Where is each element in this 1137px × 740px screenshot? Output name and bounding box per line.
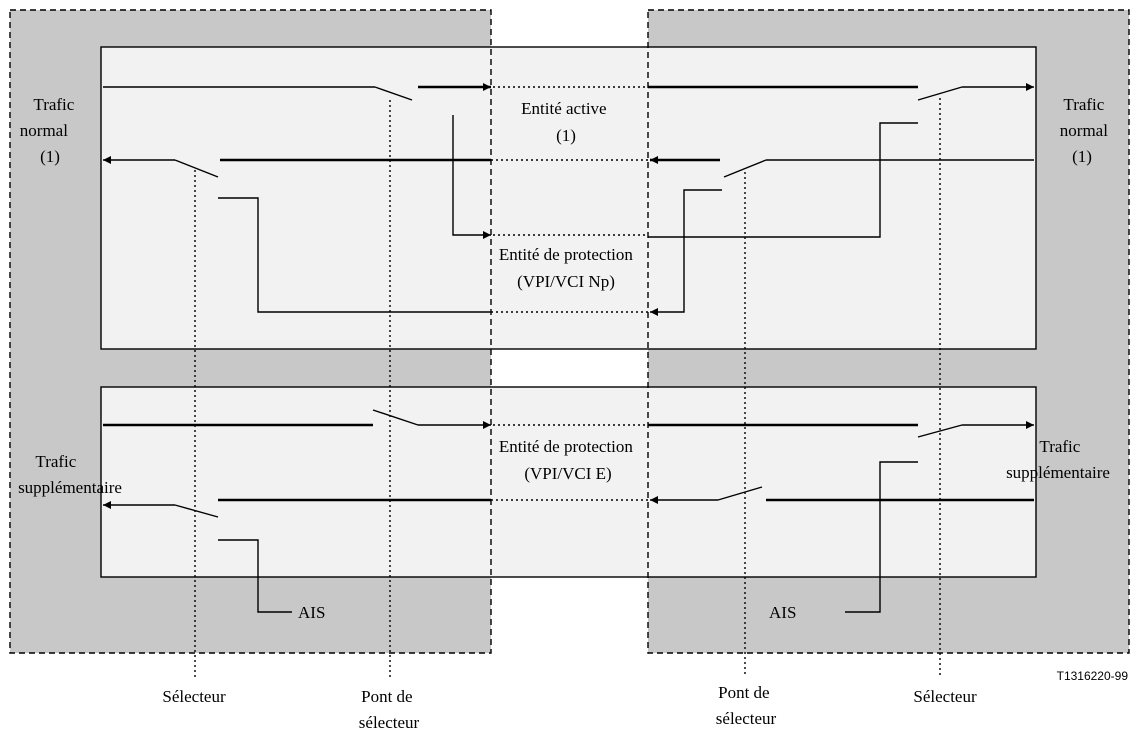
extra-bridge-switch bbox=[372, 409, 419, 426]
right-bridge-label: Pont de sélecteur bbox=[716, 683, 777, 728]
right-ais-label: AIS bbox=[769, 603, 796, 622]
left-ais-feed bbox=[218, 539, 292, 613]
bridge-branch-to-protection bbox=[452, 115, 491, 239]
left-extra-traffic-label: Trafic supplémentaire bbox=[18, 452, 122, 497]
left-normal-traffic-label: Trafic normal (1) bbox=[20, 95, 79, 166]
left-bridge-label: Pont de sélecteur bbox=[359, 687, 420, 732]
right-bridge-switch bbox=[723, 159, 767, 178]
right-selector-switch-top bbox=[917, 86, 963, 101]
right-normal-traffic-label: Trafic normal (1) bbox=[1060, 95, 1112, 166]
left-selector-switch bbox=[174, 159, 219, 178]
left-ais-label: AIS bbox=[298, 603, 325, 622]
right-ais-feed bbox=[845, 461, 918, 613]
protection-fwd-to-selector bbox=[648, 122, 918, 238]
right-selector-label: Sélecteur bbox=[913, 687, 977, 706]
protection-entity-e-label: Entité de protection (VPI/VCI E) bbox=[499, 437, 637, 483]
right-node-border bbox=[647, 9, 1130, 654]
right-extra-traffic-label: Trafic supplémentaire bbox=[1006, 437, 1110, 482]
right-bridge-branch-to-protection bbox=[650, 189, 722, 316]
protection-entity-np-label: Entité de protection (VPI/VCI Np) bbox=[499, 245, 637, 291]
left-selector-label: Sélecteur bbox=[162, 687, 226, 706]
active-entity-label: Entité active (1) bbox=[521, 99, 611, 145]
bridge-switch-top bbox=[374, 86, 413, 101]
extra-left-selector-switch bbox=[174, 504, 219, 518]
extra-right-selector-switch bbox=[917, 424, 963, 438]
protection-back-to-selector bbox=[218, 197, 491, 313]
left-node-border bbox=[9, 9, 492, 654]
figure-code: T1316220-99 bbox=[1057, 669, 1129, 683]
extra-right-bridge-switch bbox=[717, 486, 763, 501]
